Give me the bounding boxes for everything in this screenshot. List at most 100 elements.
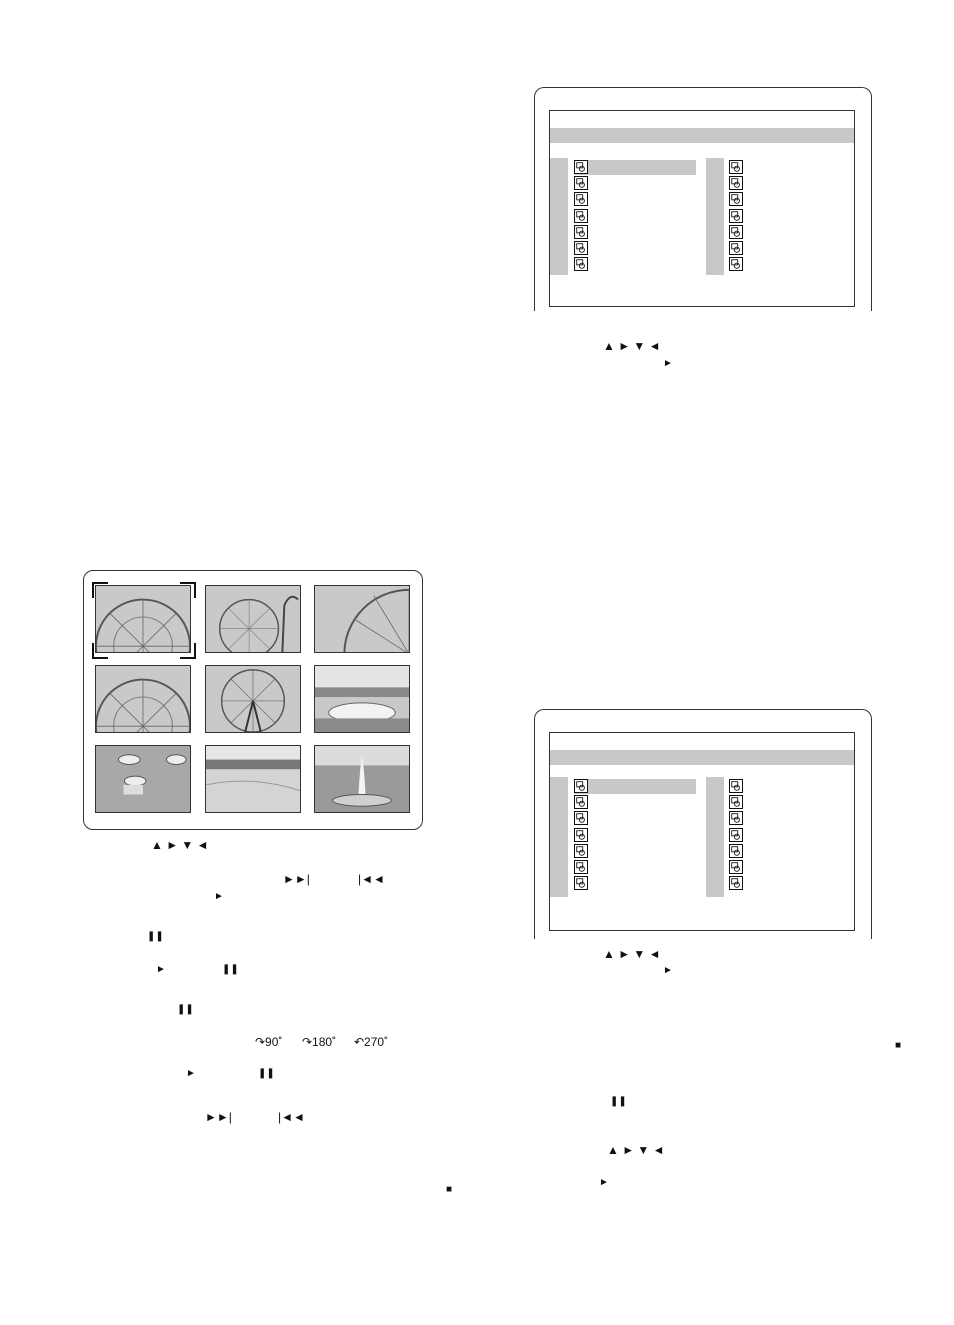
prev-symbol-1: |◄◄ <box>358 872 385 886</box>
file-menu-screen-1 <box>549 110 855 307</box>
picture-file-icon <box>574 208 588 223</box>
file-list-item[interactable] <box>729 192 849 207</box>
file-list-item[interactable] <box>574 257 696 272</box>
ferris-wheel-image[interactable] <box>95 665 191 733</box>
ferris-wheel-closeup-image[interactable] <box>314 585 410 653</box>
ferris-wheel-image[interactable] <box>95 585 191 653</box>
picture-file-icon <box>574 192 588 207</box>
selection-corner-bracket <box>180 643 196 659</box>
file-list-item[interactable] <box>574 176 696 191</box>
play-symbol-4: ► <box>663 358 673 369</box>
rotate-270-label: ↶270˚ <box>354 1035 389 1049</box>
picture-file-icon <box>574 811 588 826</box>
file-list-item[interactable] <box>729 779 849 794</box>
file-list-item[interactable] <box>574 876 696 891</box>
file-list-item[interactable] <box>574 795 696 810</box>
picture-file-icon <box>574 827 588 842</box>
picture-file-icon <box>729 876 743 891</box>
picture-file-icon <box>729 224 743 239</box>
file-list-item[interactable] <box>729 176 849 191</box>
file-menu-panel-2 <box>534 709 872 939</box>
file-list-item[interactable] <box>729 811 849 826</box>
picture-file-icon <box>729 827 743 842</box>
selection-corner-bracket <box>180 582 196 598</box>
stop-symbol-2: ■ <box>895 1040 902 1051</box>
file-list-item[interactable] <box>729 843 849 859</box>
flower-field-image[interactable] <box>205 745 301 813</box>
play-symbol-1: ► <box>214 891 224 902</box>
picture-file-icon <box>729 795 743 810</box>
file-list-item[interactable] <box>574 160 696 175</box>
ferris-wheel-front-image[interactable] <box>205 665 301 733</box>
file-list-item[interactable] <box>574 811 696 826</box>
nav-arrows-4: ▲ ► ▼ ◄ <box>607 1143 665 1157</box>
picture-file-icon <box>574 795 588 810</box>
rotate-90-label: ↷90˚ <box>255 1035 283 1049</box>
rotate-180-label: ↷180˚ <box>302 1035 337 1049</box>
file-list-item[interactable] <box>729 876 849 891</box>
pause-symbol-5: ❚❚ <box>610 1096 627 1107</box>
file-list-item[interactable] <box>729 827 849 843</box>
picture-file-icon <box>729 779 743 793</box>
left-column-strip <box>550 777 568 897</box>
picture-file-icon <box>574 860 588 874</box>
ferris-wheel-coaster-image[interactable] <box>205 585 301 653</box>
picture-file-icon <box>729 192 743 207</box>
nav-arrows-3: ▲ ► ▼ ◄ <box>603 947 661 961</box>
file-menu-screen-2 <box>549 732 855 931</box>
picture-file-icon <box>574 160 588 174</box>
file-list-item[interactable] <box>574 224 696 240</box>
nav-arrows-1: ▲ ► ▼ ◄ <box>151 838 209 852</box>
flower-garden-image[interactable] <box>314 665 410 733</box>
file-list-item[interactable] <box>729 241 849 256</box>
pause-symbol-3: ❚❚ <box>177 1004 194 1015</box>
file-list-item[interactable] <box>574 192 696 207</box>
file-list-item[interactable] <box>574 208 696 224</box>
parasol-tables-image[interactable] <box>95 745 191 813</box>
play-symbol-6: ► <box>599 1177 609 1188</box>
picture-file-icon <box>574 176 588 191</box>
pause-symbol-4: ❚❚ <box>258 1068 275 1079</box>
picture-file-icon <box>574 224 588 239</box>
file-list-item[interactable] <box>574 860 696 875</box>
file-list-item[interactable] <box>574 827 696 843</box>
selection-corner-bracket <box>92 582 108 598</box>
picture-file-icon <box>729 176 743 191</box>
picture-file-icon <box>574 241 588 255</box>
next-symbol-1: ►►| <box>283 872 310 886</box>
selection-corner-bracket <box>92 643 108 659</box>
file-list-item[interactable] <box>729 795 849 810</box>
picture-file-icon <box>729 811 743 826</box>
picture-file-icon <box>574 876 588 891</box>
picture-file-icon <box>729 860 743 874</box>
pause-symbol-1: ❚❚ <box>147 931 164 942</box>
file-list-item[interactable] <box>729 257 849 272</box>
file-list-item[interactable] <box>729 860 849 875</box>
file-list-item[interactable] <box>729 160 849 175</box>
picture-file-icon <box>729 241 743 255</box>
fountain-image[interactable] <box>314 745 410 813</box>
file-list-item[interactable] <box>574 843 696 859</box>
play-symbol-2: ► <box>156 964 166 975</box>
picture-file-icon <box>574 257 588 272</box>
pause-symbol-2: ❚❚ <box>222 964 239 975</box>
menu-header-bar <box>550 128 854 143</box>
nav-arrows-2: ▲ ► ▼ ◄ <box>603 339 661 353</box>
file-list-item[interactable] <box>729 224 849 240</box>
play-symbol-5: ► <box>663 965 673 976</box>
file-list-item[interactable] <box>574 241 696 256</box>
picture-file-icon <box>574 843 588 858</box>
right-column-strip <box>706 158 724 275</box>
file-menu-panel-1 <box>534 87 872 311</box>
next-symbol-2: ►►| <box>205 1110 232 1124</box>
menu-header-bar <box>550 750 854 765</box>
picture-file-icon <box>574 779 588 793</box>
file-list-item[interactable] <box>729 208 849 224</box>
thumbnail-panel <box>83 570 423 830</box>
picture-file-icon <box>729 208 743 223</box>
left-column-strip <box>550 158 568 275</box>
file-list-item[interactable] <box>574 779 696 794</box>
picture-file-icon <box>729 843 743 858</box>
picture-file-icon <box>729 257 743 272</box>
right-column-strip <box>706 777 724 897</box>
